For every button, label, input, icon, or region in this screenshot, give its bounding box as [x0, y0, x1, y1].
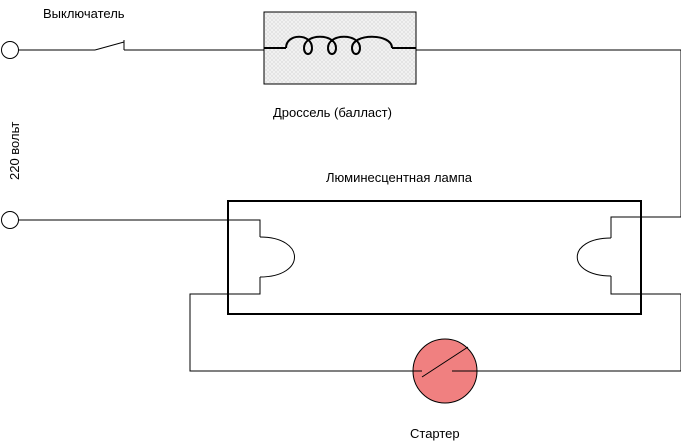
choke-box [263, 11, 417, 85]
choke-label: Дроссель (балласт) [273, 105, 392, 120]
lamp-label: Люминесцентная лампа [326, 170, 473, 185]
inductor-coil-icon [264, 35, 416, 55]
lamp-tube [227, 200, 642, 315]
wire-lamp-left-to-starter [189, 293, 413, 372]
switch-label: Выключатель [43, 6, 125, 21]
switch-icon [94, 40, 125, 51]
voltage-label: 220 вольт [7, 122, 22, 180]
terminal-top-icon [1, 41, 19, 59]
filament-right-icon [576, 216, 641, 295]
starter-label: Стартер [410, 426, 460, 441]
filament-left-icon [228, 219, 295, 295]
starter-icon [412, 338, 478, 404]
wire-choke-to-lamp-right [416, 49, 681, 218]
terminal-bottom-icon [1, 211, 19, 229]
wire-lamp-right-to-starter [477, 293, 681, 372]
